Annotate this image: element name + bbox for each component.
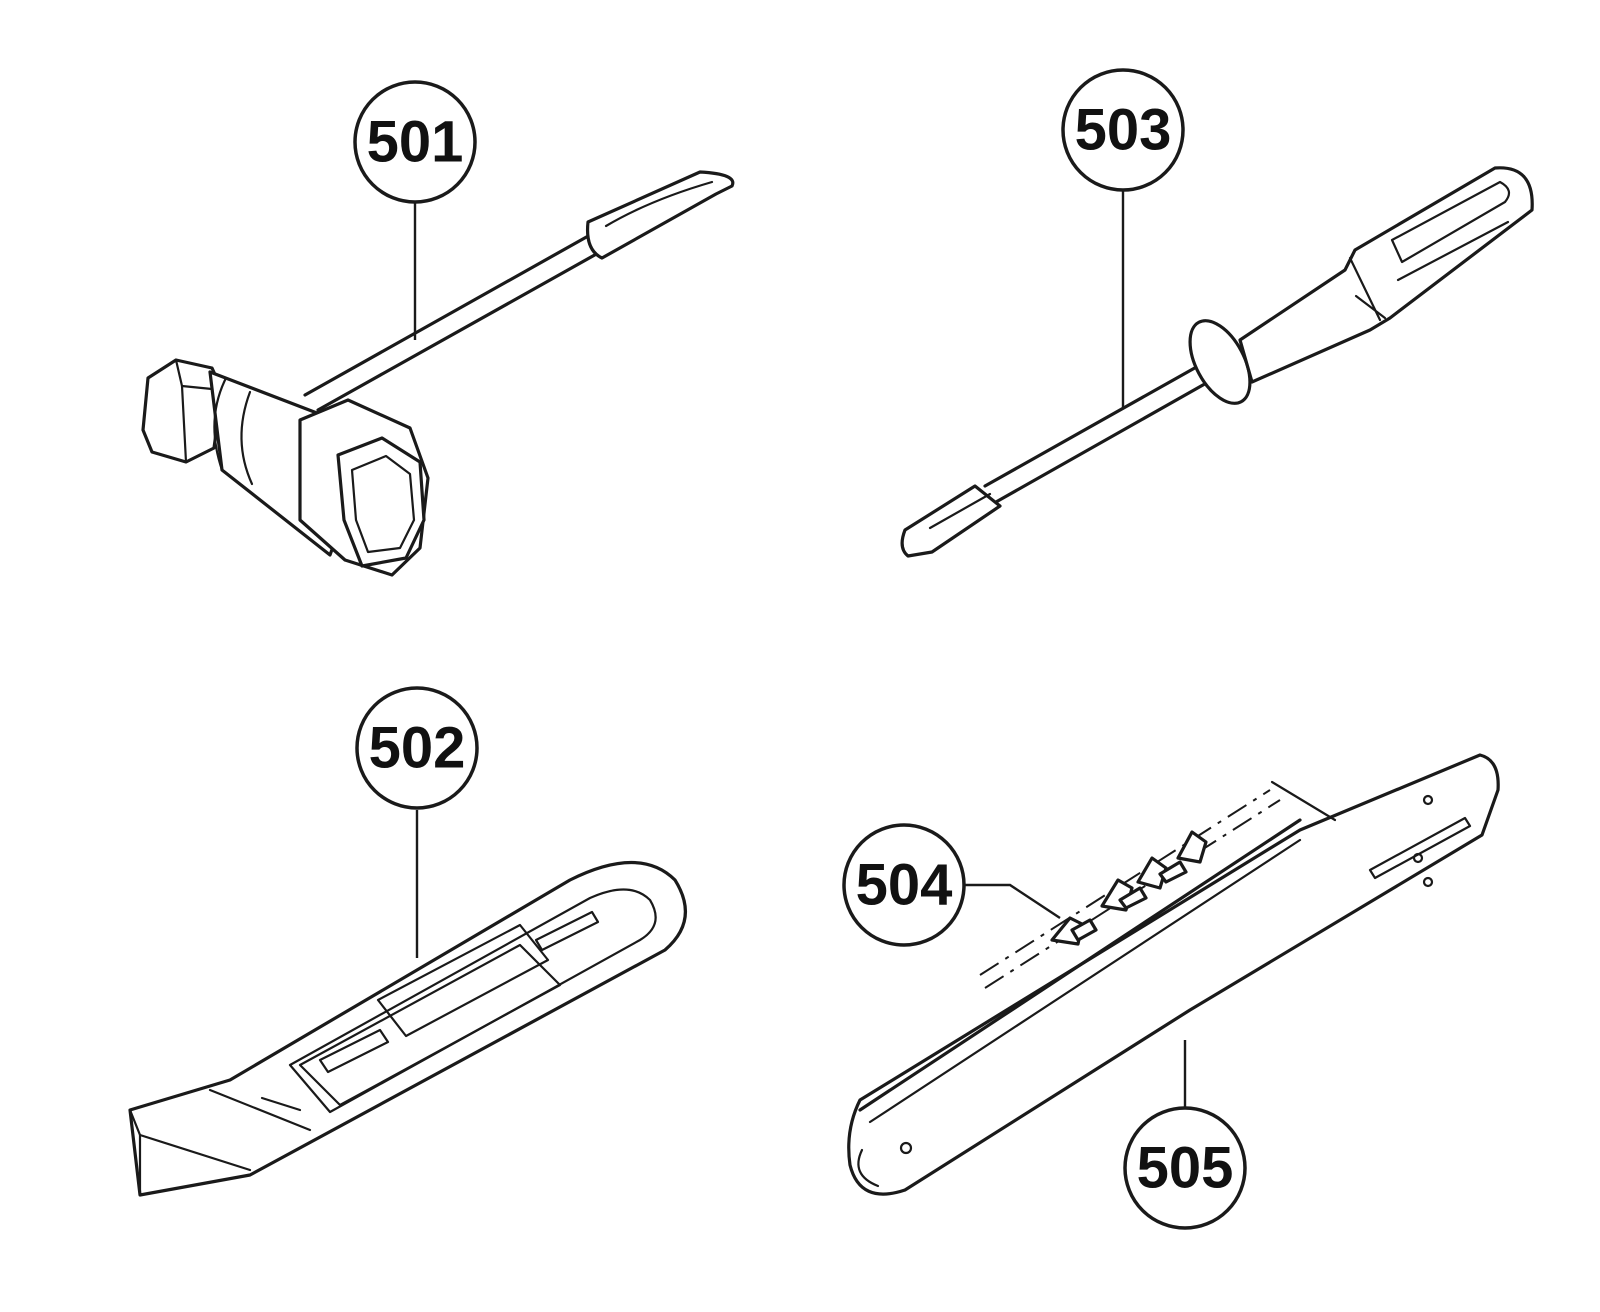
tool-bar-cover [128, 861, 687, 1197]
tool-screwdriver [900, 166, 1534, 558]
callout-504-label: 504 [856, 853, 953, 918]
callout-502: 502 [355, 686, 479, 958]
callout-501-label: 501 [367, 110, 464, 175]
callout-502-label: 502 [369, 716, 466, 781]
callout-505-label: 505 [1137, 1136, 1234, 1201]
tool-combination-wrench [141, 170, 735, 577]
callout-503: 503 [1061, 68, 1185, 408]
tool-saw-chain [979, 780, 1337, 989]
callout-505: 505 [1123, 1040, 1247, 1230]
tool-guide-bar [847, 753, 1500, 1196]
callout-503-label: 503 [1075, 98, 1172, 163]
callout-501: 501 [353, 80, 477, 340]
callout-504: 504 [842, 823, 1061, 947]
